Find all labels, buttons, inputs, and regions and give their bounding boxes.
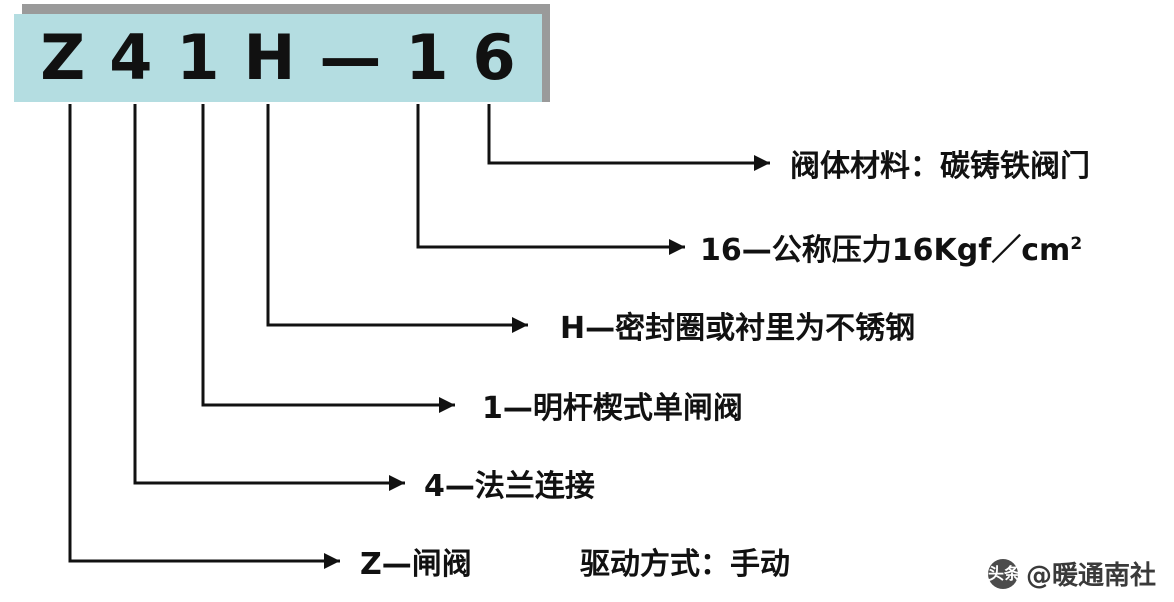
watermark: 头条 @暖通南社	[987, 555, 1156, 592]
arrow-head-valve-type	[324, 553, 340, 569]
label-drive-mode: 驱动方式：手动	[580, 547, 790, 582]
leader-line-connection	[133, 104, 405, 485]
watermark-text: @暖通南社	[1025, 561, 1156, 591]
label-nominal-pressure-text: 16—公称压力16Kgf／cm	[700, 233, 1071, 268]
arrow-head-connection	[389, 475, 405, 491]
leader-line-seal-ring	[266, 104, 528, 327]
label-body-material: 阀体材料：碳铸铁阀门	[790, 149, 1090, 184]
toutiao-badge-icon: 头条	[987, 558, 1020, 589]
leader-line-nominal-pressure	[416, 104, 685, 249]
label-seal-ring: H—密封圈或衬里为不锈钢	[560, 311, 916, 346]
label-gate-type: 1—明杆楔式单闸阀	[482, 391, 743, 426]
label-valve-type: Z—闸阀	[360, 547, 472, 582]
leader-line-valve-type	[68, 104, 340, 563]
label-nominal-pressure: 16—公称压力16Kgf／cm2	[700, 225, 1082, 269]
arrow-head-body-material	[754, 155, 770, 171]
leader-line-gate-type	[201, 104, 455, 407]
arrow-head-seal-ring	[512, 317, 528, 333]
valve-model-code: Z41H—16	[40, 21, 540, 94]
leader-line-body-material	[487, 104, 770, 165]
code-block-background	[14, 14, 542, 102]
arrow-head-gate-type	[439, 397, 455, 413]
arrow-head-nominal-pressure	[669, 239, 685, 255]
label-connection: 4—法兰连接	[424, 469, 595, 504]
label-nominal-pressure-superscript: 2	[1070, 234, 1083, 254]
